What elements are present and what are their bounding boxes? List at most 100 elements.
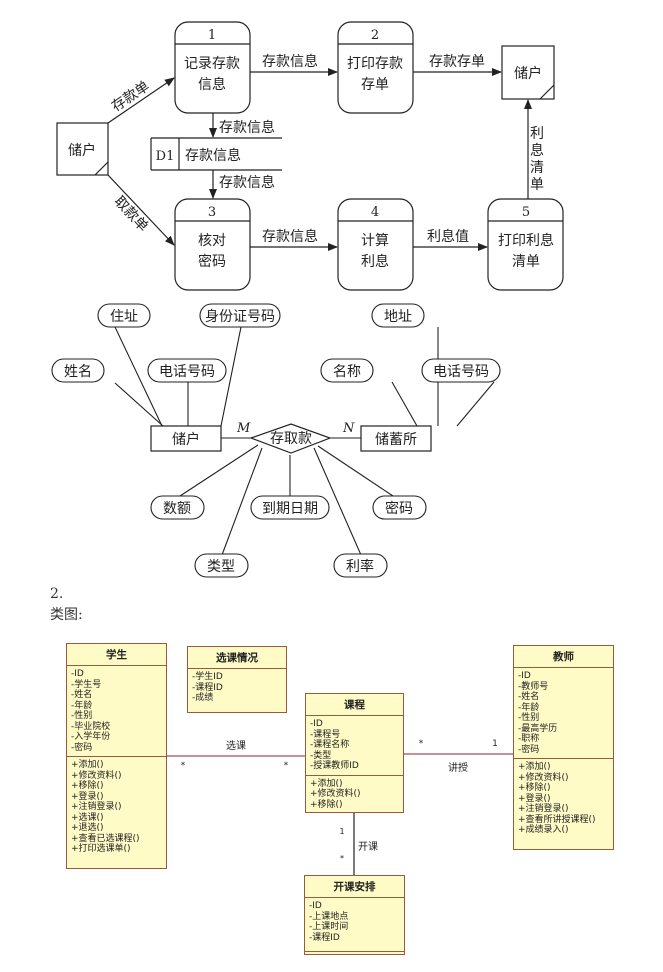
class-method: +打印选课单() [71, 844, 131, 854]
attr-label: 类型 [207, 559, 235, 575]
attr-label: 姓名 [64, 364, 92, 380]
class-method: +选课() [71, 812, 104, 823]
process-number: 4 [371, 205, 379, 220]
attr-label: 密码 [385, 500, 413, 517]
class-attribute: -课程ID [309, 932, 340, 943]
flow-p1-to-store: 存款信息 [209, 113, 275, 138]
class-methods: +添加()+修改资料()+移除()+登录()+注销登录()+查看所讲授课程()+… [514, 758, 613, 839]
class-attribute: -姓名 [518, 692, 540, 702]
flow-label: 存款信息 [262, 53, 318, 70]
class-attribute: -类型 [310, 750, 332, 761]
er-attr-rate: 利率 [333, 553, 388, 578]
process-label: 利息 [361, 253, 389, 270]
process-2: 2 打印存款 存单 [337, 21, 414, 114]
process-number: 5 [522, 205, 530, 220]
class-methods: +添加()+修改资料()+移除()+登录()+注销登录()+选课()+退选()+… [67, 756, 166, 858]
er-attr-bank-phone: 电话号码 [421, 358, 501, 383]
class-method: +退选() [71, 823, 104, 833]
process-3: 3 核对 密码 [174, 198, 251, 291]
flow-p4-to-p5: 利息值 [413, 228, 488, 251]
attr-label: 住址 [110, 309, 138, 325]
flow-label-char: 利 [530, 126, 544, 142]
multiplicity: 1 [492, 739, 498, 749]
class-method: +成绩录入() [518, 825, 569, 835]
class-attribute: -上课地点 [309, 911, 349, 922]
class-attribute: -性别 [518, 713, 540, 723]
attr-label: 数额 [163, 501, 191, 517]
flow-label: 存款存单 [429, 54, 485, 70]
process-label: 核对 [198, 233, 226, 249]
class-name: 教师 [514, 646, 613, 668]
attr-label: 利率 [346, 558, 374, 575]
class-method: +移除() [310, 799, 343, 810]
class-attribute: -ID [71, 669, 84, 679]
class-name: 课程 [306, 694, 403, 716]
data-store-id: D1 [156, 149, 175, 164]
flow-label: 利息值 [427, 228, 469, 245]
class-attribute: -教师号 [518, 681, 549, 692]
er-entity-depositor: 储户 [150, 425, 222, 452]
association-label: 讲授 [448, 761, 468, 774]
process-1: 1 记录存款 信息 [174, 21, 251, 114]
external-entity-label: 储户 [68, 142, 96, 159]
class-attribute: -年龄 [518, 702, 540, 713]
section-number: 2. [50, 586, 64, 602]
class-attribute: -课程ID [192, 682, 223, 693]
process-label: 打印利息 [498, 232, 554, 249]
multiplicity: 1 [339, 827, 344, 836]
process-number: 3 [208, 205, 216, 220]
class-method: +添加() [71, 760, 104, 770]
multiplicity: * [181, 761, 186, 771]
er-attr-type: 类型 [194, 553, 249, 578]
class-method: +注销登录() [518, 804, 569, 814]
er-attr-name: 姓名 [51, 358, 105, 383]
attr-label: 名称 [333, 364, 361, 380]
attr-label: 电话号码 [159, 364, 215, 380]
class-method: +登录() [71, 791, 104, 802]
multiplicity: * [284, 761, 289, 771]
class-method: +修改资料() [71, 770, 122, 781]
class-attribute: -密码 [518, 744, 540, 755]
flow-store-to-p3: 存款信息 [209, 170, 275, 199]
class-schedule: 开课安排 -ID-上课地点-上课时间-课程ID [304, 875, 405, 955]
class-attribute: -ID [309, 901, 322, 911]
attr-label: 电话号码 [433, 364, 489, 380]
class-attribute: -ID [518, 671, 531, 681]
data-store-label: 存款信息 [185, 147, 241, 164]
class-method: +注销登录() [71, 802, 122, 812]
external-entity-depositor-left: 储户 [56, 122, 109, 176]
class-enrollment: 选课情况 -学生ID-课程ID-成绩 [187, 646, 287, 713]
class-method: +移除() [518, 783, 551, 793]
process-label: 记录存款 [184, 56, 240, 72]
relationship-label: 存取款 [270, 431, 312, 447]
process-label: 清单 [512, 254, 540, 270]
class-method: +添加() [518, 762, 551, 772]
class-student: 学生 -ID-学生号-姓名-年龄-性别-毕业院校-入学年份-密码 +添加()+修… [66, 643, 167, 869]
process-label: 打印存款 [347, 55, 403, 72]
flow-label: 存款信息 [219, 174, 275, 191]
process-number: 2 [371, 28, 379, 43]
class-method: +查看已选课程() [71, 833, 140, 844]
flow-p2-to-depositor: 存款存单 [413, 54, 502, 76]
er-entity-bank: 储蓄所 [360, 425, 432, 452]
class-attribute: -最高学历 [518, 723, 558, 734]
class-attributes: -ID-上课地点-上课时间-课程ID [305, 898, 404, 951]
class-attribute: -年龄 [71, 700, 93, 711]
class-method: +修改资料() [310, 789, 361, 799]
class-attribute: -职称 [518, 734, 540, 744]
class-methods [188, 712, 286, 719]
flow-p5-to-depositor: 利 息 清 单 [524, 99, 544, 199]
class-methods [305, 951, 404, 956]
cardinality-n: N [342, 421, 355, 436]
class-attribute: -密码 [71, 742, 93, 753]
entity-label: 储户 [172, 431, 200, 448]
class-name: 选课情况 [188, 647, 286, 669]
flow-p1-to-p2: 存款信息 [250, 53, 338, 76]
process-4: 4 计算 利息 [337, 198, 414, 291]
class-method: +修改资料() [518, 772, 569, 783]
class-attribute: -成绩 [192, 693, 214, 703]
flow-p3-to-p4: 存款信息 [250, 228, 338, 251]
process-label: 存单 [361, 77, 389, 93]
class-attribute: -课程号 [310, 729, 341, 740]
association-label: 开课 [358, 841, 378, 853]
